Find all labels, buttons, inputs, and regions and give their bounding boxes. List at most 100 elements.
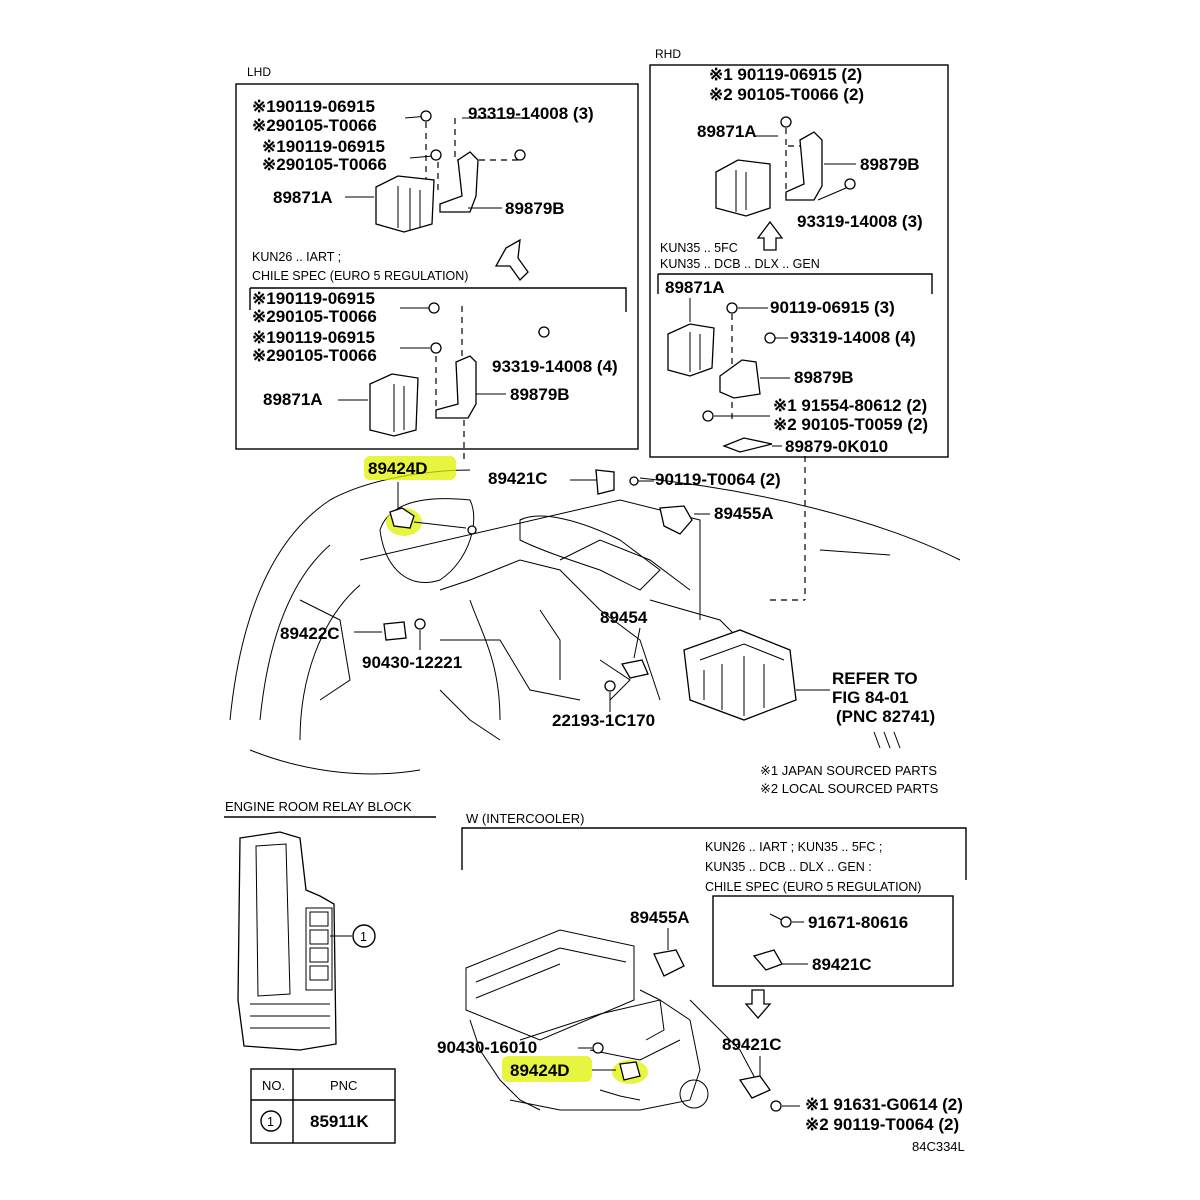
relay-title: ENGINE ROOM RELAY BLOCK bbox=[225, 799, 412, 814]
lhd-bot-ref2: ※290105-T0066 bbox=[252, 307, 377, 326]
lhd-bot-ref4: ※290105-T0066 bbox=[252, 346, 377, 365]
lhd-title: LHD bbox=[247, 65, 271, 79]
engine-89421c: 89421C bbox=[488, 469, 548, 488]
lhd-top-ecu-drawing bbox=[345, 110, 528, 233]
table-header-no: NO. bbox=[262, 1078, 285, 1093]
rhd-bot-b1: 90119-06915 (3) bbox=[770, 298, 895, 317]
engine-90119-t0064: 90119-T0064 (2) bbox=[655, 470, 781, 489]
relay-callout-circle bbox=[352, 924, 376, 948]
intercooler-variant3: CHILE SPEC (EURO 5 REGULATION) bbox=[705, 880, 921, 894]
rhd-top-ecu: 89871A bbox=[697, 122, 757, 141]
sensor-89455a-icon bbox=[659, 505, 693, 535]
intercooler-sensor-89455a-icon bbox=[653, 949, 685, 977]
engine-89422c: 89422C bbox=[280, 624, 340, 643]
highlight-89424d-top bbox=[364, 456, 456, 480]
rhd-bot-plate: 89879-0K010 bbox=[785, 437, 888, 456]
intercooler-91671: 91671-80616 bbox=[808, 913, 908, 932]
footnotes: ※1 JAPAN SOURCED PARTS ※2 LOCAL SOURCED … bbox=[760, 763, 939, 796]
lhd-variant1: KUN26 .. IART ; bbox=[252, 250, 341, 264]
intercooler-89455a: 89455A bbox=[630, 908, 690, 927]
engine-relay-block-drawing bbox=[683, 629, 830, 721]
inset-sensor-icon bbox=[752, 949, 783, 971]
engine-89454: 89454 bbox=[600, 608, 648, 627]
table-header-pnc: PNC bbox=[330, 1078, 357, 1093]
rhd-bot-ecu: 89871A bbox=[665, 278, 725, 297]
lhd-bot-bracket: 89879B bbox=[510, 385, 570, 404]
rhd-bot-ref1: ※1 91554-80612 (2) bbox=[773, 396, 927, 415]
engine-89424d: 89424D bbox=[368, 459, 428, 478]
table-row-no: 1 bbox=[267, 1115, 274, 1129]
lhd-bot-ecu: 89871A bbox=[263, 390, 323, 409]
lhd-bot-ref1: ※190119-06915 bbox=[252, 289, 375, 308]
rhd-top-ref2: ※2 90105-T0066 (2) bbox=[709, 85, 864, 104]
lhd-bot-ref3: ※190119-06915 bbox=[252, 328, 375, 347]
highlight-89424d-bottom bbox=[502, 1056, 592, 1082]
lhd-arrow bbox=[494, 238, 529, 282]
rhd-variant-bracket bbox=[658, 273, 933, 294]
intercooler-title: W (INTERCOOLER) bbox=[466, 811, 584, 826]
rhd-section: RHD ※1 90119-06915 (2) ※2 90105-T0066 (2… bbox=[649, 47, 949, 601]
rhd-top-ecu-drawing bbox=[715, 116, 856, 217]
relay-block-drawing bbox=[237, 831, 352, 1051]
rhd-bot-bracket: 89879B bbox=[794, 368, 854, 387]
rhd-variant1: KUN35 .. 5FC bbox=[660, 241, 738, 255]
lhd-top-ref1: ※190119-06915 bbox=[252, 97, 375, 116]
intercooler-drawing bbox=[465, 929, 757, 1111]
intercooler-section: W (INTERCOOLER) KUN26 .. IART ; KUN35 ..… bbox=[437, 811, 967, 1134]
table-row-pnc: 85911K bbox=[310, 1112, 369, 1131]
rhd-arrow bbox=[756, 220, 784, 251]
relay-pnc-table: NO. PNC 1 85911K bbox=[250, 1068, 396, 1144]
sensor-89424d-icon bbox=[389, 507, 415, 529]
intercooler-sensor-89424d-icon bbox=[619, 1061, 641, 1081]
engine-refer2: FIG 84-01 bbox=[832, 688, 909, 707]
intercooler-ref2: ※2 90119-T0064 (2) bbox=[805, 1115, 959, 1134]
footnote-japan: ※1 JAPAN SOURCED PARTS bbox=[760, 763, 937, 778]
relay-callout: 1 bbox=[360, 930, 367, 944]
figure-code: 84C334L bbox=[912, 1139, 965, 1154]
sensor-89421c-icon bbox=[595, 469, 615, 495]
intercooler-90430: 90430-16010 bbox=[437, 1038, 537, 1057]
footnote-local: ※2 LOCAL SOURCED PARTS bbox=[760, 781, 939, 796]
intercooler-inset-box bbox=[712, 895, 954, 987]
lhd-top-bracket: 89879B bbox=[505, 199, 565, 218]
rhd-frame bbox=[649, 64, 949, 458]
rhd-bottom-ecu-drawing bbox=[667, 298, 806, 601]
intercooler-bracket bbox=[461, 827, 967, 880]
intercooler-89421c-box: 89421C bbox=[812, 955, 872, 974]
intercooler-variant1: KUN26 .. IART ; KUN35 .. 5FC ; bbox=[705, 840, 882, 854]
lhd-top-ref4: ※290105-T0066 bbox=[262, 155, 387, 174]
engine-22193-1c170: 22193-1C170 bbox=[552, 711, 655, 730]
relay-block-section: ENGINE ROOM RELAY BLOCK 1 NO. PNC 1 8591… bbox=[224, 799, 436, 1144]
engine-90430-12221: 90430-12221 bbox=[362, 653, 462, 672]
intercooler-sensor-89421c-icon bbox=[738, 1075, 771, 1099]
intercooler-variant2: KUN35 .. DCB .. DLX .. GEN : bbox=[705, 860, 872, 874]
lhd-variant-bracket bbox=[250, 287, 627, 312]
lhd-variant2: CHILE SPEC (EURO 5 REGULATION) bbox=[252, 269, 468, 283]
engine-89455a: 89455A bbox=[714, 504, 774, 523]
sensor-89454-icon bbox=[620, 659, 649, 679]
lhd-top-ref3: ※190119-06915 bbox=[262, 137, 385, 156]
rhd-title: RHD bbox=[655, 47, 681, 61]
intercooler-ref1: ※1 91631-G0614 (2) bbox=[805, 1095, 963, 1114]
rhd-bot-b2: 93319-14008 (4) bbox=[790, 328, 916, 347]
rhd-top-bracket: 89879B bbox=[860, 155, 920, 174]
lhd-section: LHD ※190119-06915 ※290105-T0066 ※190119-… bbox=[235, 65, 639, 462]
lhd-top-ref2: ※290105-T0066 bbox=[252, 116, 377, 135]
intercooler-89421c: 89421C bbox=[722, 1035, 782, 1054]
rhd-variant2: KUN35 .. DCB .. DLX .. GEN bbox=[660, 257, 820, 271]
engine-bay-section: 89424D 89421C 90119-T0064 (2) 89455A 894… bbox=[229, 456, 961, 775]
lhd-bot-bolt: 93319-14008 (4) bbox=[492, 357, 618, 376]
intercooler-arrow bbox=[744, 989, 772, 1019]
engine-refer1: REFER TO bbox=[832, 669, 918, 688]
intercooler-89424d: 89424D bbox=[510, 1061, 570, 1080]
rhd-bot-ref2: ※2 90105-T0059 (2) bbox=[773, 415, 928, 434]
sensor-89422c-icon bbox=[383, 621, 407, 641]
lhd-bottom-ecu-drawing bbox=[338, 302, 550, 462]
lhd-frame bbox=[235, 83, 639, 450]
lhd-top-bolt: 93319-14008 (3) bbox=[468, 104, 594, 123]
lhd-top-ecu: 89871A bbox=[273, 188, 333, 207]
rhd-top-bolt: 93319-14008 (3) bbox=[797, 212, 923, 231]
engine-refer3: (PNC 82741) bbox=[836, 707, 935, 726]
rhd-top-ref1: ※1 90119-06915 (2) bbox=[709, 65, 862, 84]
